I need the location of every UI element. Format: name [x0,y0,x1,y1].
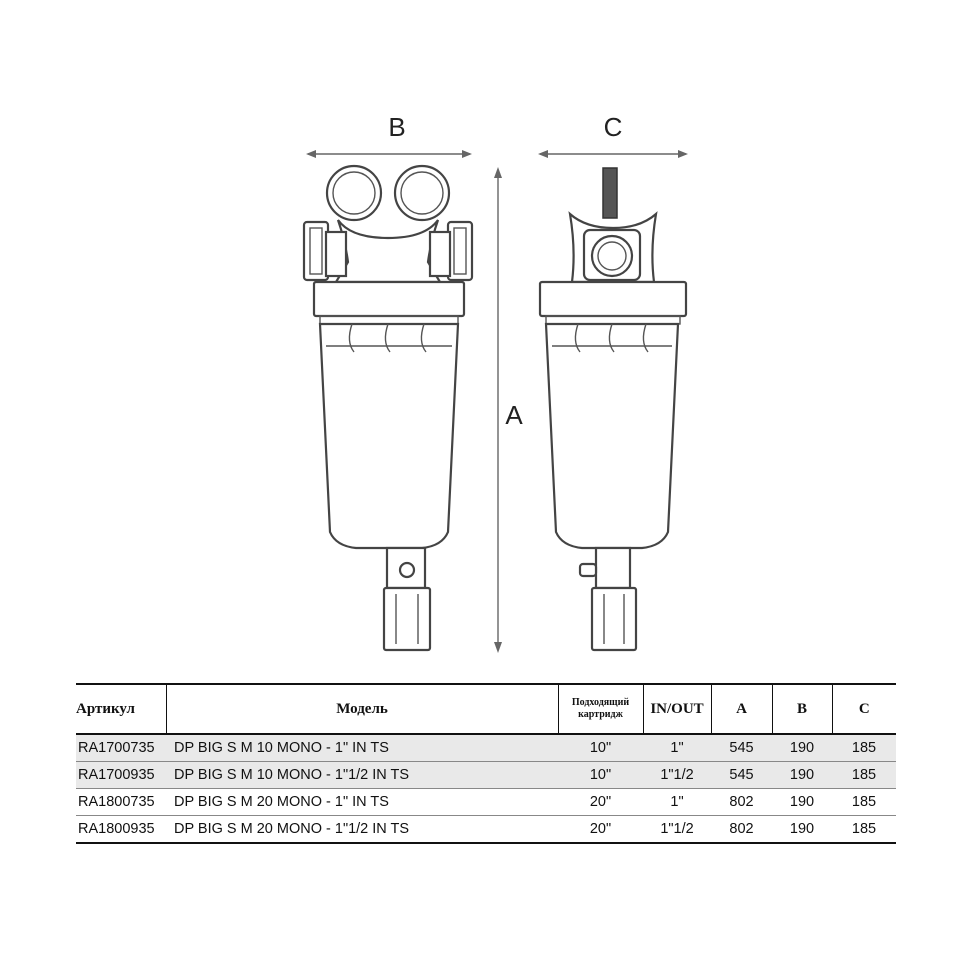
cell-model: DP BIG S M 10 MONO - 1" IN TS [166,734,558,762]
cell-article: RA1800735 [76,788,166,816]
cell-b: 190 [772,788,832,816]
cell-article: RA1700935 [76,761,166,789]
filter-technical-drawing: B C A [302,112,688,653]
dimension-c: C [538,112,688,158]
table-row: RA1700735 DP BIG S M 10 MONO - 1" IN TS … [76,734,896,762]
cell-c: 185 [832,788,896,816]
header-article: Артикул [76,683,166,735]
cell-cartridge: 10" [558,734,643,762]
table-row: RA1800735 DP BIG S M 20 MONO - 1" IN TS … [76,788,896,816]
dimension-b-label: B [388,112,405,142]
cell-b: 190 [772,815,832,844]
cell-inout: 1" [643,788,711,816]
cell-c: 185 [832,761,896,789]
header-c: C [831,683,896,735]
header-cartridge-line2: картридж [578,709,623,720]
specification-table: Артикул Модель Подходящий картридж IN/OU… [76,683,896,844]
dimension-a: A [494,167,523,653]
cell-a: 802 [711,788,772,816]
cell-c: 185 [832,815,896,844]
dimension-c-label: C [604,112,623,142]
header-a: A [710,683,772,735]
header-inout: IN/OUT [642,683,711,735]
cell-model: DP BIG S M 20 MONO - 1"1/2 IN TS [166,815,558,844]
cell-a: 802 [711,815,772,844]
cell-a: 545 [711,734,772,762]
table-row: RA1800935 DP BIG S M 20 MONO - 1"1/2 IN … [76,815,896,844]
cell-model: DP BIG S M 10 MONO - 1"1/2 IN TS [166,761,558,789]
cell-inout: 1" [643,734,711,762]
dimension-b: B [306,112,472,158]
cell-cartridge: 20" [558,815,643,844]
header-cartridge: Подходящий картридж [557,683,643,735]
table-header-row: Артикул Модель Подходящий картридж IN/OU… [76,683,896,735]
table-row: RA1700935 DP BIG S M 10 MONO - 1"1/2 IN … [76,761,896,789]
dimension-a-label: A [505,400,523,430]
cell-model: DP BIG S M 20 MONO - 1" IN TS [166,788,558,816]
cell-a: 545 [711,761,772,789]
filter-side-view [538,167,688,652]
cell-article: RA1800935 [76,815,166,844]
cell-inout: 1"1/2 [643,761,711,789]
cell-cartridge: 20" [558,788,643,816]
cell-c: 185 [832,734,896,762]
cell-inout: 1"1/2 [643,815,711,844]
header-b: B [771,683,832,735]
cell-cartridge: 10" [558,761,643,789]
header-cartridge-line1: Подходящий [571,697,630,708]
cell-b: 190 [772,761,832,789]
header-model: Модель [165,683,558,735]
cell-article: RA1700735 [76,734,166,762]
filter-front-view [302,164,474,652]
cell-b: 190 [772,734,832,762]
